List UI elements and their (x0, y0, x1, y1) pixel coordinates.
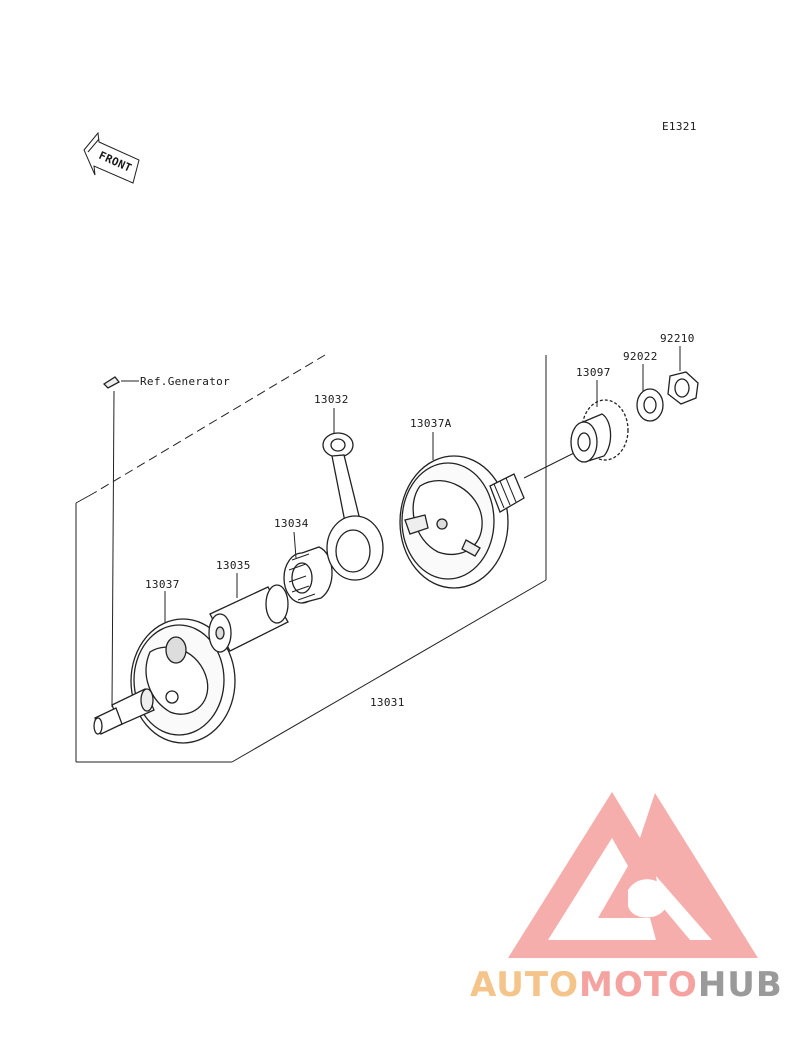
watermark-logo-icon (508, 792, 758, 958)
watermark-text: AUTOMOTOHUB (470, 965, 783, 1005)
front-arrow-icon: FRONT (83, 131, 140, 184)
watermark-auto: AUTO (470, 965, 579, 1005)
gear-13097 (570, 399, 629, 463)
diagram-code: E1321 (662, 120, 697, 133)
callout-92210: 92210 (660, 332, 695, 345)
shaft-axis (523, 450, 579, 479)
ref-generator-callout: Ref.Generator (102, 375, 230, 708)
crank-half-13037a (399, 455, 525, 589)
watermark-hub: HUB (698, 965, 783, 1005)
callout-13037a: 13037A (410, 417, 452, 430)
callout-13037: 13037 (145, 578, 180, 591)
needle-bearing-13034 (283, 546, 333, 604)
connecting-rod-13032 (322, 432, 384, 581)
crank-half-13037 (93, 618, 236, 744)
ref-generator-label: Ref.Generator (140, 375, 230, 388)
leader-lines (164, 346, 681, 622)
callout-13034: 13034 (274, 517, 309, 530)
nut-92210 (667, 371, 699, 405)
crank-pin-13035 (208, 584, 289, 653)
callout-13031: 13031 (370, 696, 405, 709)
watermark-moto: MOTO (579, 965, 698, 1005)
front-label: FRONT (97, 149, 134, 175)
callout-13035: 13035 (216, 559, 251, 572)
washer-92022 (636, 388, 664, 422)
callout-13097: 13097 (576, 366, 611, 379)
callout-13032: 13032 (314, 393, 349, 406)
svg-text:AUTOMOTOHUB: AUTOMOTOHUB (470, 965, 783, 1005)
callout-92022: 92022 (623, 350, 658, 363)
